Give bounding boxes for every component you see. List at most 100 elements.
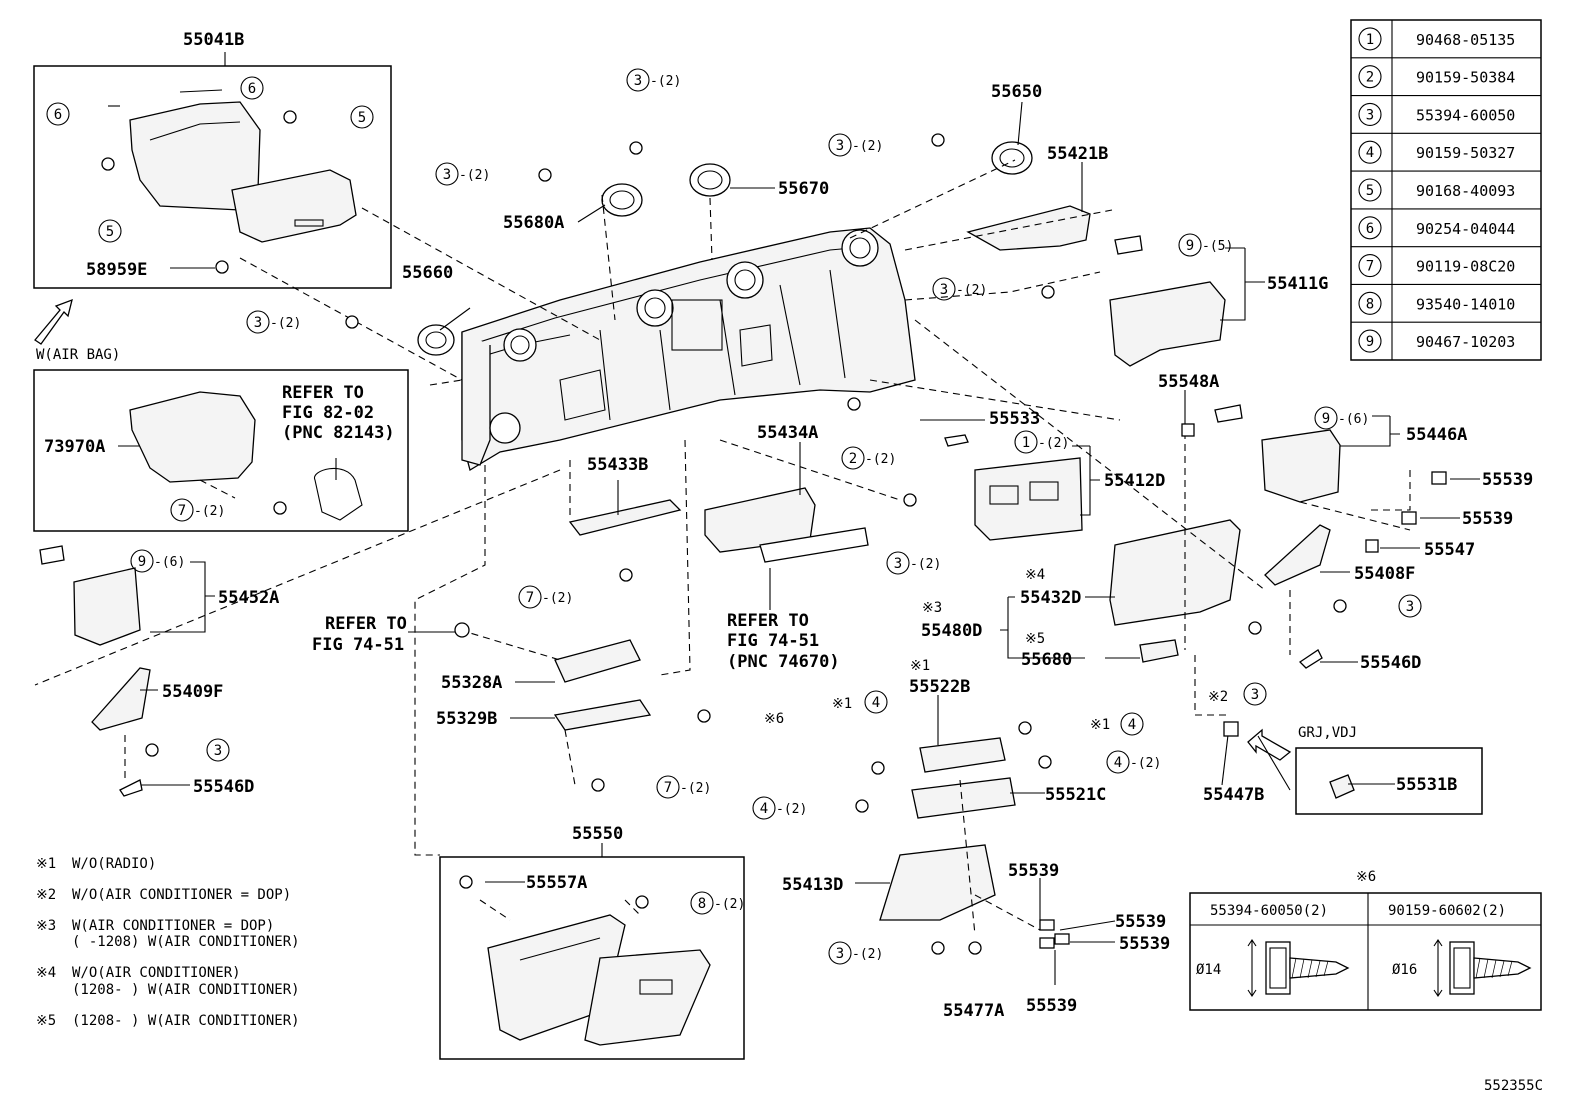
ref-callout: 9-(6) bbox=[130, 549, 185, 573]
ref-circle bbox=[828, 133, 852, 157]
center-lower-panel bbox=[1109, 519, 1241, 626]
qty-label: -(2) bbox=[1038, 436, 1069, 451]
ref-circle bbox=[1178, 233, 1202, 257]
ref-circle bbox=[206, 738, 230, 762]
ref-circle bbox=[246, 310, 270, 334]
footnote-mark: ※1 bbox=[36, 856, 56, 872]
note-refer-82-line3: (PNC 82143) bbox=[282, 423, 395, 443]
label-55446A: 55446A bbox=[1406, 425, 1467, 445]
ref-circle bbox=[864, 690, 888, 714]
ref-circle bbox=[518, 585, 542, 609]
ref-number: 1 bbox=[1366, 32, 1374, 48]
handle bbox=[759, 527, 869, 563]
label-55546D-left: 55546D bbox=[193, 777, 254, 797]
ref-callout: 4-(2) bbox=[752, 796, 807, 820]
footnote-mark: ※4 bbox=[36, 965, 56, 981]
label-55328A: 55328A bbox=[441, 673, 502, 693]
mark-5: ※5 bbox=[1025, 631, 1045, 647]
ref-callout: 7-(2) bbox=[656, 775, 711, 799]
label-55411G: 55411G bbox=[1267, 274, 1328, 294]
footnote-text: (1208- ) W(AIR CONDITIONER) bbox=[72, 1013, 300, 1029]
qty-label: -(2) bbox=[1130, 756, 1161, 771]
ref-circle bbox=[435, 162, 459, 186]
air-vents bbox=[417, 141, 1033, 356]
ref-number: 6 bbox=[54, 107, 62, 123]
ref-number: 4 bbox=[872, 695, 880, 711]
label-55550: 55550 bbox=[572, 824, 623, 844]
qty-label: -(2) bbox=[852, 139, 883, 154]
ref-callout: 6 bbox=[240, 76, 264, 100]
glove-box bbox=[487, 914, 711, 1046]
qty-label: -(6) bbox=[1338, 412, 1369, 427]
ref-number: 3 bbox=[1406, 599, 1414, 615]
ref-circle bbox=[690, 891, 714, 915]
label-55680: 55680 bbox=[1021, 650, 1072, 670]
diagram-id: 552355C bbox=[1484, 1078, 1543, 1094]
ref-number: 3 bbox=[894, 556, 902, 572]
ref-circle bbox=[1314, 406, 1338, 430]
glove-box-frame bbox=[439, 856, 745, 1060]
detail-table bbox=[1189, 892, 1542, 1011]
ref-circle bbox=[752, 796, 776, 820]
fastener-table bbox=[1350, 19, 1542, 361]
footnote-text: ( -1208) W(AIR CONDITIONER) bbox=[72, 934, 300, 950]
ref-circle bbox=[240, 76, 264, 100]
ref-number: 3 bbox=[940, 282, 948, 298]
note-refer-7451b-line2: FIG 74-51 bbox=[727, 631, 819, 651]
label-55660: 55660 bbox=[402, 263, 453, 283]
ref-circle bbox=[170, 498, 194, 522]
ref-circle bbox=[1358, 291, 1382, 315]
label-55680A: 55680A bbox=[503, 213, 564, 233]
airbag-harness bbox=[314, 467, 363, 521]
note-refer-82-line2: FIG 82-02 bbox=[282, 403, 374, 423]
ref-circle bbox=[1358, 329, 1382, 353]
ref-callout: 7 -(2) bbox=[170, 498, 225, 522]
label-55041B: 55041B bbox=[183, 30, 244, 50]
qty-label: -(2) bbox=[956, 283, 987, 298]
note-refer-7451b-line1: REFER TO bbox=[727, 611, 809, 631]
ref-circle bbox=[1358, 254, 1382, 278]
label-55548A: 55548A bbox=[1158, 372, 1219, 392]
ref-number: 7 bbox=[526, 590, 534, 606]
note-grj-vdj: GRJ,VDJ bbox=[1298, 725, 1357, 741]
label-55539-d: 55539 bbox=[1115, 912, 1166, 932]
label-55539-e: 55539 bbox=[1119, 934, 1170, 954]
ref-number: 7 bbox=[178, 503, 186, 519]
ref-number: 8 bbox=[1366, 296, 1374, 312]
label-55329B: 55329B bbox=[436, 709, 497, 729]
label-55531B: 55531B bbox=[1396, 775, 1457, 795]
ref-number: 7 bbox=[664, 780, 672, 796]
footnote-mark: ※5 bbox=[36, 1013, 56, 1029]
fastener-part-number: 90168-40093 bbox=[1416, 182, 1515, 200]
ref-number: 3 bbox=[214, 743, 222, 759]
qty-label: -(2) bbox=[194, 504, 225, 519]
fastener-part-number: 90159-50384 bbox=[1416, 69, 1515, 87]
ref-circle bbox=[841, 446, 865, 470]
ref-circle bbox=[350, 105, 374, 129]
connector bbox=[1139, 639, 1179, 663]
reinforcement-bracket bbox=[568, 499, 682, 536]
center-lower-box bbox=[879, 844, 996, 921]
ref-callout: 4 -(2) bbox=[1106, 750, 1161, 774]
footnote-text: W/O(RADIO) bbox=[72, 856, 156, 872]
qty-label: -(2) bbox=[650, 74, 681, 89]
qty-label: -(2) bbox=[542, 591, 573, 606]
ref-circle bbox=[98, 219, 122, 243]
label-55650: 55650 bbox=[991, 82, 1042, 102]
label-55433B: 55433B bbox=[587, 455, 648, 475]
label-58959E: 58959E bbox=[86, 260, 147, 280]
ref-number: 4 bbox=[1114, 755, 1122, 771]
detail-col1-head: 55394-60050(2) bbox=[1210, 903, 1328, 919]
qty-label: -(6) bbox=[154, 555, 185, 570]
airbag-cover-frame bbox=[33, 369, 409, 532]
ref-number: 6 bbox=[248, 81, 256, 97]
grj-clip bbox=[1329, 774, 1355, 799]
switch-panel-left bbox=[73, 567, 141, 646]
ref-callout: 3-(2) bbox=[246, 310, 301, 334]
fastener-part-number: 93540-14010 bbox=[1416, 295, 1515, 313]
